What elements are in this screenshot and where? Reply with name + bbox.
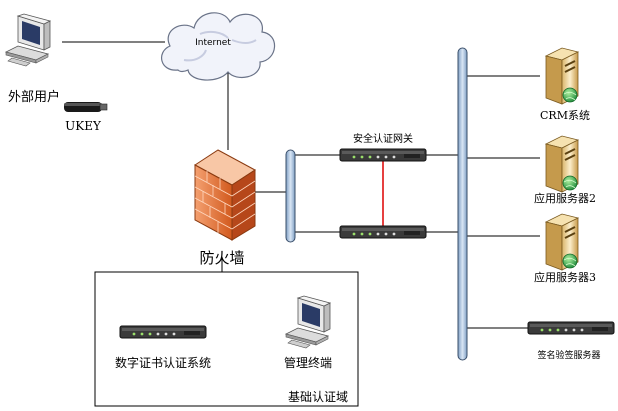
app-server-3-label: 应用服务器3 (534, 270, 596, 284)
gateway-label: 安全认证网关 (353, 132, 413, 145)
cert-system-label: 数字证书认证系统 (115, 355, 211, 370)
crm-label: CRM系统 (540, 109, 590, 122)
left-switch-bus (285, 149, 296, 243)
cloud-icon (161, 12, 276, 81)
gateway-appliance-2 (339, 225, 427, 239)
brick-wall-icon (194, 149, 256, 241)
mgmt-terminal-label: 管理终端 (284, 355, 332, 370)
connection-lines (62, 41, 540, 329)
base-domain-box (94, 271, 359, 407)
external-user-label: 外部用户 (8, 89, 60, 105)
app-server-2-label: 应用服务器2 (534, 191, 596, 205)
firewall-label: 防火墙 (199, 249, 244, 267)
cert-system-appliance (119, 325, 207, 339)
tower-server-icon (545, 213, 579, 271)
internet-label: Internet (195, 38, 231, 48)
gateway-appliance-1 (339, 148, 427, 162)
desktop-computer-icon (5, 13, 51, 67)
tower-server-icon (545, 135, 579, 193)
base-domain-label: 基础认证域 (288, 390, 348, 404)
usb-key-icon (64, 102, 108, 112)
rack-appliance-icon (527, 321, 615, 335)
ukey-label: UKEY (65, 119, 102, 133)
desktop-computer-icon (285, 295, 331, 349)
tower-server-icon (545, 47, 579, 105)
signature-server-label: 签名验签服务器 (537, 349, 600, 361)
right-switch-bus (457, 47, 468, 361)
